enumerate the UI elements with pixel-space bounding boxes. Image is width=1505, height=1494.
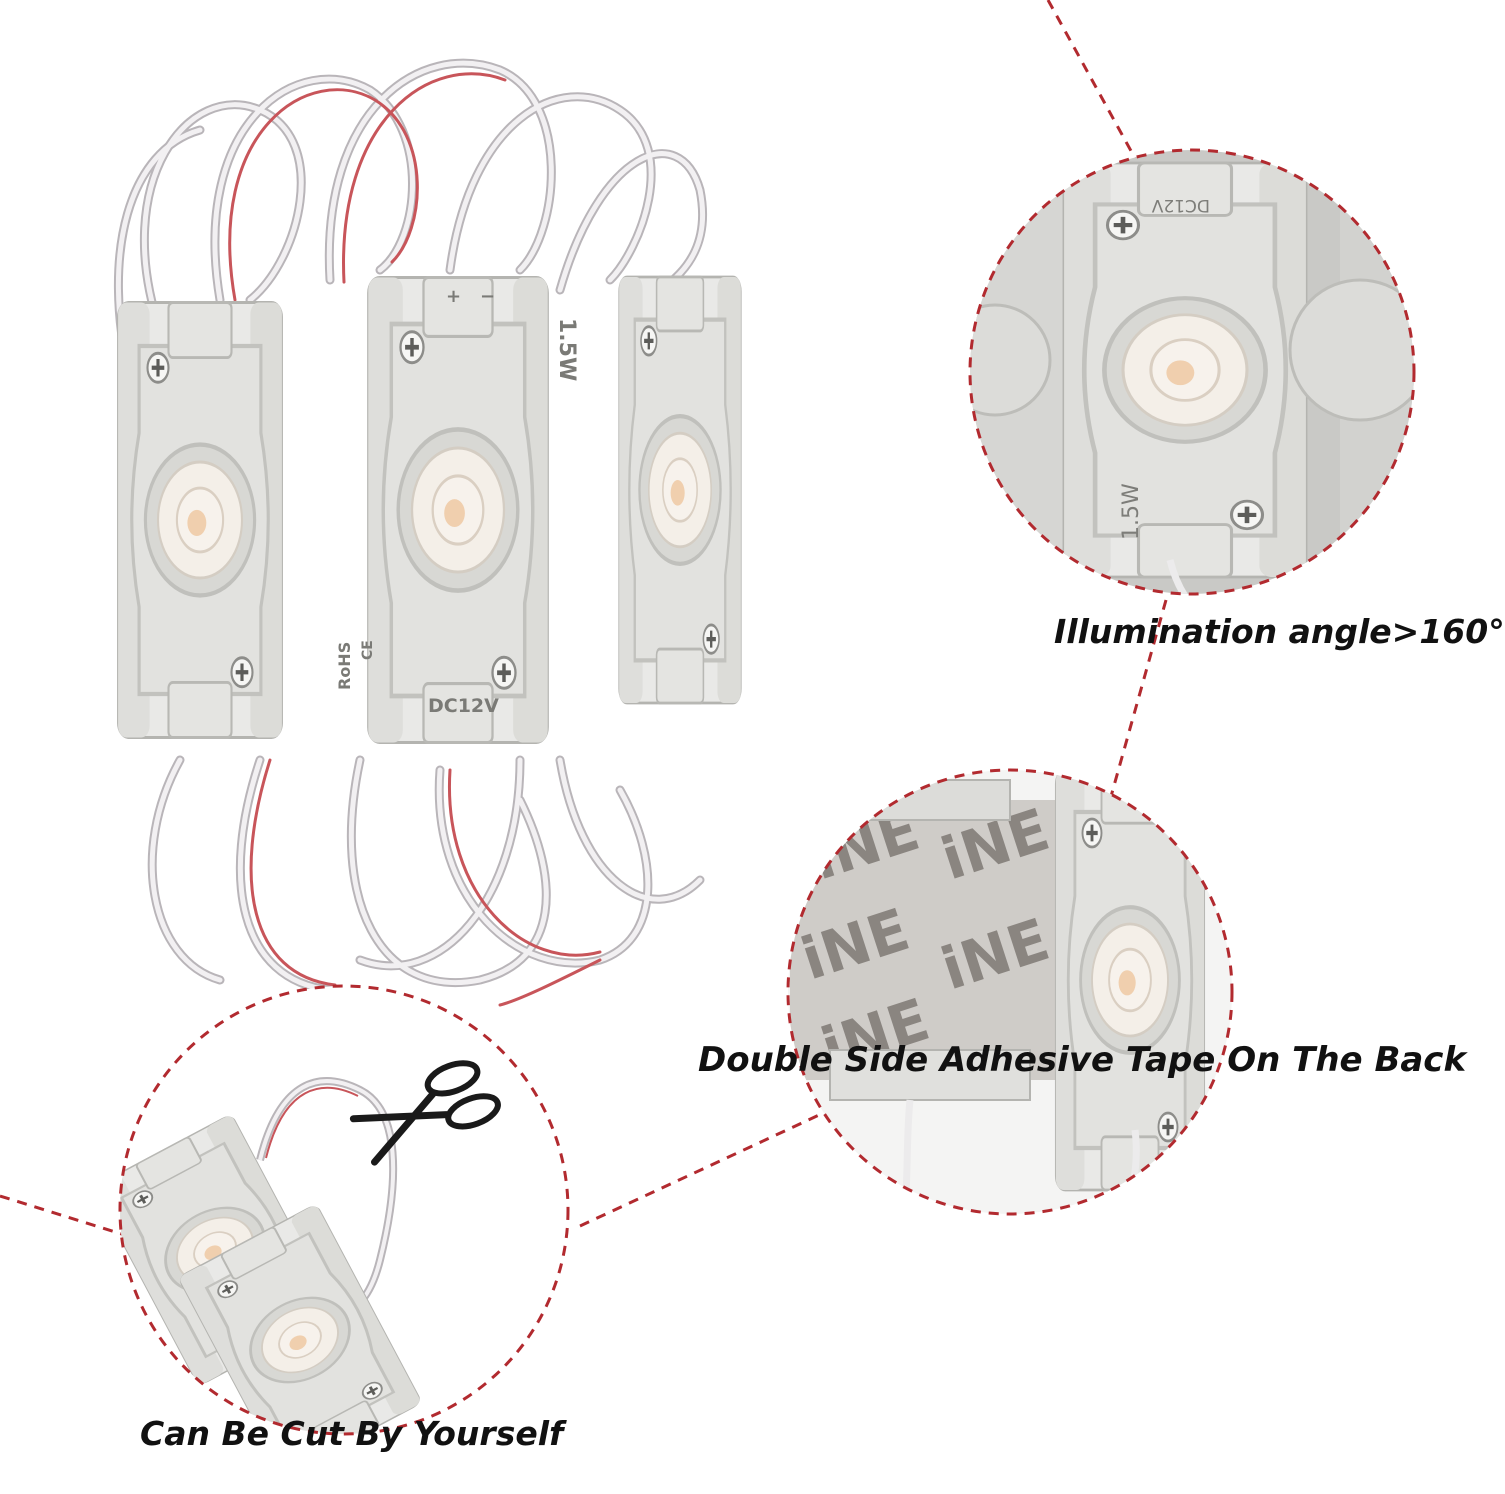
module-power-label: 1.5W	[554, 318, 579, 381]
module-voltage-label: DC12V	[428, 695, 499, 717]
illumination-closeup: 1.5W DC12V	[970, 150, 1414, 594]
module-ce-label: CE	[360, 640, 376, 660]
led-module-center	[368, 278, 547, 743]
module-cert-label: RoHS	[335, 642, 354, 690]
adhesive-tape-closeup: iNE iNE iNE iNE iNE	[788, 770, 1232, 1214]
closeup-voltage-label: DC12V	[1151, 195, 1210, 215]
caption-illumination-angle: Illumination angle>160°	[1054, 612, 1505, 651]
wire-bundle	[113, 58, 708, 1007]
module-minus-label: −	[480, 286, 495, 307]
module-labels: 1.5W DC12V RoHS CE + −	[335, 286, 579, 717]
scissors-icon	[349, 1060, 501, 1166]
callout-lines	[0, 0, 1168, 1238]
caption-cut-by-yourself: Can Be Cut By Yourself	[140, 1414, 564, 1453]
cut-closeup	[120, 986, 568, 1434]
closeup-power-label: 1.5W	[1119, 483, 1144, 540]
led-module-right	[619, 277, 741, 703]
led-module-left	[118, 303, 282, 738]
caption-adhesive-tape: Double Side Adhesive Tape On The Back	[698, 1040, 1467, 1080]
led-module-cluster	[118, 277, 741, 743]
module-plus-label: +	[446, 286, 461, 307]
